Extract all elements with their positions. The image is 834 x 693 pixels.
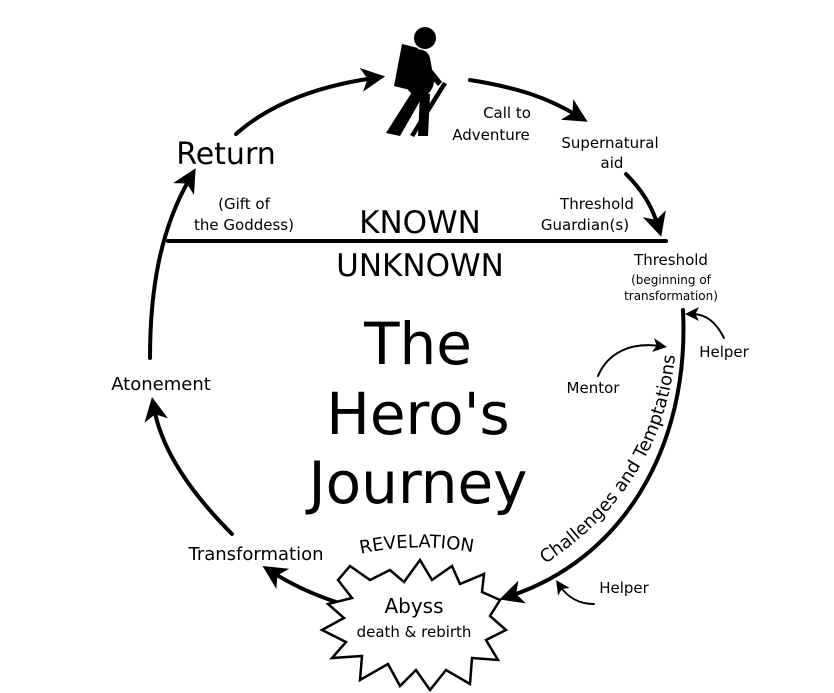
atonement-label: Atonement	[111, 374, 211, 395]
threshold-note-2: transformation)	[624, 289, 718, 303]
abyss-label: Abyss	[384, 594, 443, 618]
threshold-label: Threshold	[633, 251, 708, 269]
mentor-label: Mentor	[567, 379, 621, 397]
arrow-return-to-hero	[234, 67, 386, 136]
abyss-sub-label: death & rebirth	[357, 623, 472, 641]
arrow-atonement-to-return	[148, 168, 196, 360]
return-label: Return	[176, 137, 276, 172]
arrow-aid-to-threshold	[624, 172, 666, 237]
title-line-2: Hero's	[326, 380, 510, 448]
call-to-adventure-label-1: Call to	[483, 104, 531, 122]
known-label: KNOWN	[359, 205, 481, 241]
title-line-1: The	[363, 310, 472, 378]
arrow-mentor	[597, 338, 667, 377]
arrow-helper-upper	[685, 307, 725, 339]
gift-label-2: the Goddess)	[194, 216, 294, 234]
abyss-starburst	[319, 557, 509, 693]
supernatural-aid-label-1: Supernatural	[561, 134, 658, 152]
supernatural-aid-label-2: aid	[601, 154, 624, 172]
title-line-3: Journey	[306, 449, 528, 517]
arrow-abyss-to-transformation	[262, 565, 338, 604]
helper-lower-label: Helper	[599, 579, 649, 597]
threshold-guardians-label-1: Threshold	[559, 195, 634, 213]
transformation-label: Transformation	[187, 544, 323, 565]
call-to-adventure-label-2: Adventure	[452, 126, 530, 144]
arrow-hero-to-supernatural-aid	[468, 78, 588, 122]
gift-label-1: (Gift of	[218, 195, 270, 213]
helper-upper-label: Helper	[699, 343, 749, 361]
arrow-helper-lower	[556, 580, 595, 605]
arrow-threshold-to-abyss	[499, 308, 686, 604]
hiker-icon	[386, 27, 447, 137]
arrow-transformation-to-atonement	[144, 396, 234, 536]
threshold-note-1: (beginning of	[631, 273, 712, 287]
threshold-guardians-label-2: Guardian(s)	[541, 216, 629, 234]
revelation-label: REVELATION	[358, 531, 476, 558]
unknown-label: UNKNOWN	[336, 248, 504, 284]
